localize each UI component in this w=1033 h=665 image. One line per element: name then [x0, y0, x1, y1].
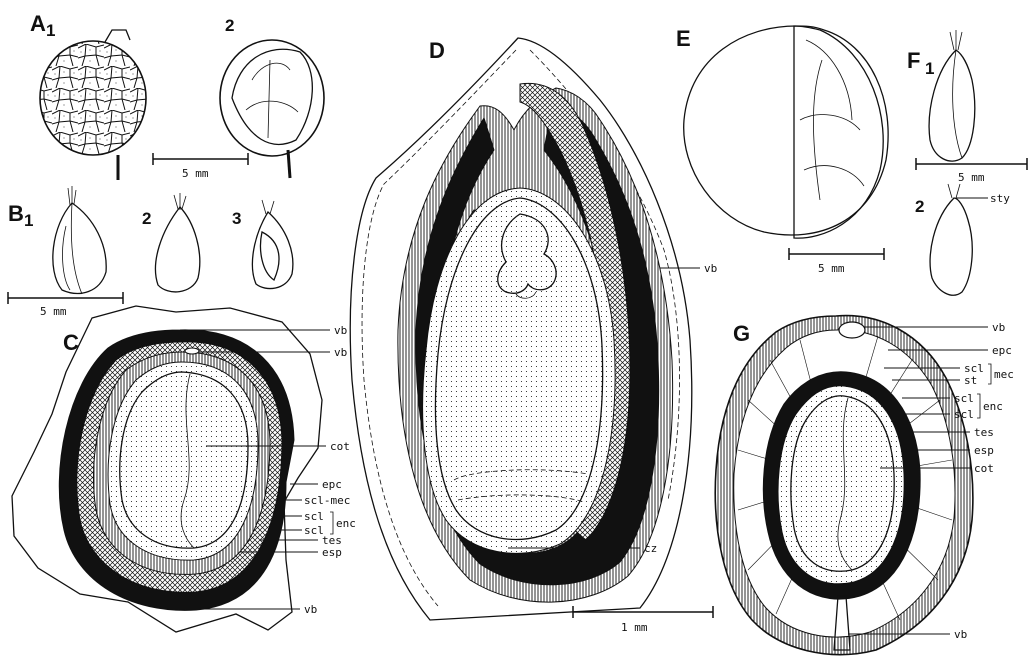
panel-e-letter: E — [676, 26, 691, 51]
b-scale-label: 5 mm — [40, 305, 67, 318]
panel-b-sub2: 2 — [142, 209, 151, 228]
e-fruit-cutaway — [684, 26, 888, 238]
f-label-sty: sty — [990, 192, 1010, 205]
c-label-esp: esp — [322, 546, 342, 559]
panel-b-sub3: 3 — [232, 209, 241, 228]
c-label-vb-1: vb — [334, 324, 347, 337]
d-label-cz: cz — [644, 542, 657, 555]
panel-a-sub2: 2 — [225, 16, 234, 35]
panel-c: C vb vb cot epc scl-mec scl enc scl tes — [12, 306, 356, 632]
b1-seed-pair — [53, 186, 106, 294]
e-scale-label: 5 mm — [818, 262, 845, 275]
panel-f-sub1: 1 — [925, 59, 934, 78]
a2-opened-fruit — [220, 40, 324, 178]
e-scale-bar: 5 mm — [789, 248, 884, 275]
b3-seed — [252, 200, 292, 289]
c-label-enc: enc — [336, 517, 356, 530]
panel-g-letter: G — [733, 321, 750, 346]
d-label-vb: vb — [704, 262, 717, 275]
panel-d-letter: D — [429, 38, 445, 63]
panel-f-sub2: 2 — [915, 197, 924, 216]
panel-e: E 5 mm — [676, 26, 888, 275]
g-label-vb-bottom: vb — [954, 628, 967, 641]
f-scale-bar: 5 mm — [916, 158, 1027, 184]
c-label-scl-b: scl — [304, 524, 324, 537]
c-label-cot: cot — [330, 440, 350, 453]
g-label-epc: epc — [992, 344, 1012, 357]
f-scale-label: 5 mm — [958, 171, 985, 184]
g-label-st: st — [964, 374, 977, 387]
b2-seed — [155, 193, 199, 292]
c-label-vb-2: vb — [334, 346, 347, 359]
d-scale-label: 1 mm — [621, 621, 648, 634]
f1-seed — [929, 30, 975, 161]
c-label-epc: epc — [322, 478, 342, 491]
panel-b: B 1 2 3 5 mm — [8, 186, 293, 318]
g-label-mec: mec — [994, 368, 1014, 381]
panel-g: G vb epc — [715, 316, 1014, 655]
panel-f-letter: F — [907, 48, 920, 73]
c-label-scl-mec: scl-mec — [304, 494, 350, 507]
panel-b-letter: B — [8, 201, 24, 226]
panel-b-sub1: 1 — [24, 211, 33, 230]
a1-reticulate-fruit — [40, 30, 146, 180]
c-label-scl-a: scl — [304, 510, 324, 523]
g-label-scl-3: scl — [954, 408, 974, 421]
c-label-vb-bottom: vb — [304, 603, 317, 616]
g-label-cot: cot — [974, 462, 994, 475]
a-scale-label: 5 mm — [182, 167, 209, 180]
panel-f: F 1 5 mm 2 sty — [907, 30, 1027, 295]
panel-d: D vb cz 1 mm — [350, 38, 717, 634]
g-label-scl-2: scl — [954, 392, 974, 405]
g-label-enc: enc — [983, 400, 1003, 413]
panel-a: A 1 2 5 mm — [30, 11, 324, 180]
a-scale-bar: 5 mm — [153, 153, 248, 180]
f2-seed — [930, 184, 972, 295]
g-label-vb-top: vb — [992, 321, 1005, 334]
g-label-esp: esp — [974, 444, 994, 457]
panel-a-sub1: 1 — [46, 21, 55, 40]
panel-a-letter: A — [30, 11, 46, 36]
g-label-tes: tes — [974, 426, 994, 439]
